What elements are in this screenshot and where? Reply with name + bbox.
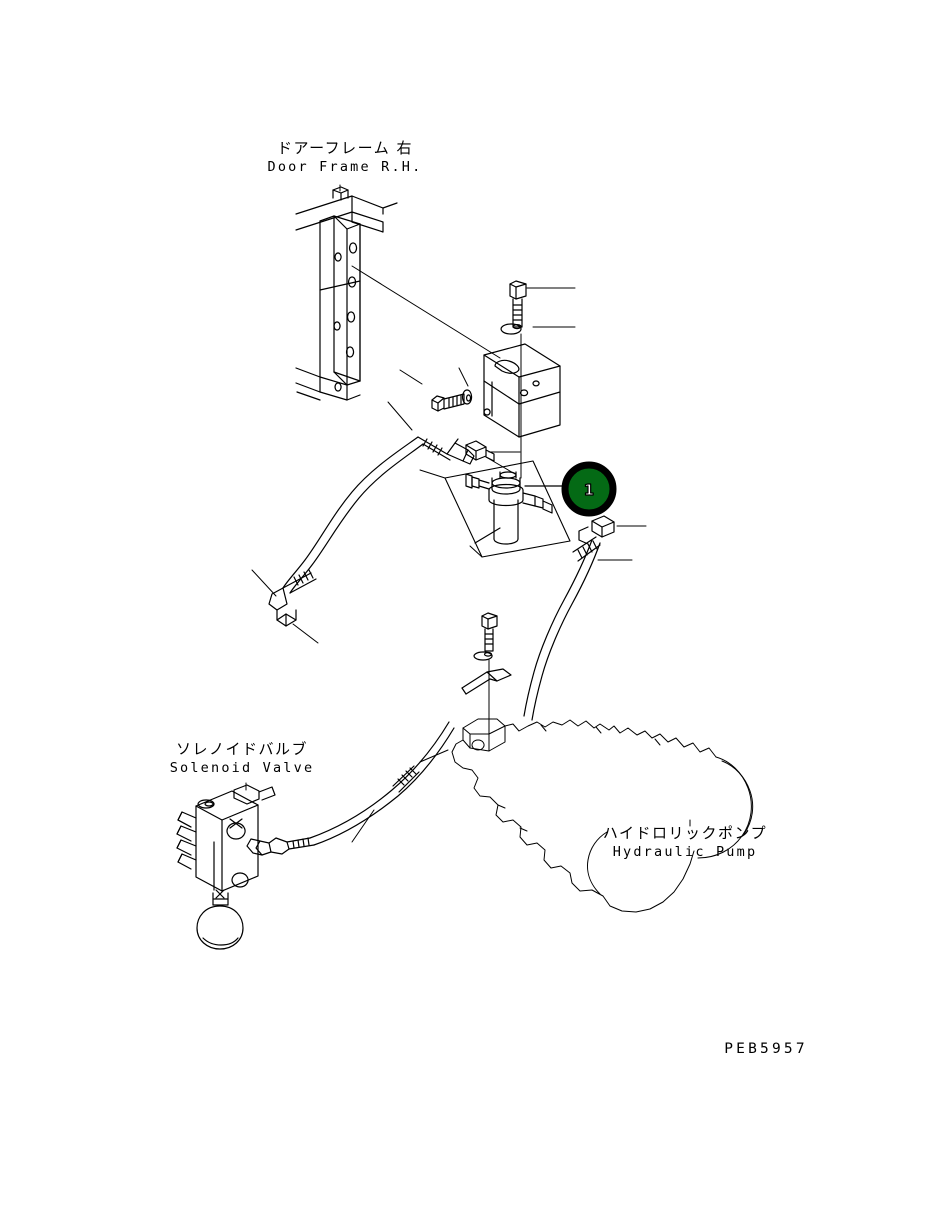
filter-canister [444, 460, 571, 558]
label-door-frame-en: Door Frame R.H. [267, 158, 423, 175]
label-solenoid-valve: ソレノイドバルブ Solenoid Valve [72, 740, 412, 776]
label-hydraulic-pump-en: Hydraulic Pump [612, 843, 758, 860]
bolt-lower [461, 612, 512, 741]
bolt-side [399, 367, 473, 412]
label-door-frame-jp: ドアーフレーム 右 [276, 139, 414, 157]
label-hydraulic-pump: ハイドロリックポンプ Hydraulic Pump [505, 824, 865, 860]
hose-left [251, 401, 521, 644]
leader-frame-to-bracket [351, 265, 501, 359]
svg-text:1: 1 [584, 481, 594, 499]
label-solenoid-valve-en: Solenoid Valve [169, 759, 315, 776]
hydraulic-pump [451, 718, 754, 913]
door-frame-post [295, 186, 398, 401]
hose-solenoid [246, 721, 455, 856]
drawing-number: PEB5957 [724, 1041, 808, 1057]
bolt-upper [500, 280, 576, 479]
callout-1[interactable]: 1 [561, 461, 617, 517]
label-solenoid-valve-jp: ソレノイドバルブ [175, 740, 308, 758]
solenoid-valve [176, 782, 276, 950]
label-hydraulic-pump-jp: ハイドロリックポンプ [602, 824, 768, 842]
mount-bracket [483, 343, 561, 438]
leader-plate-left [419, 469, 446, 479]
hose-right [523, 515, 647, 721]
label-door-frame: ドアーフレーム 右 Door Frame R.H. [190, 139, 500, 175]
